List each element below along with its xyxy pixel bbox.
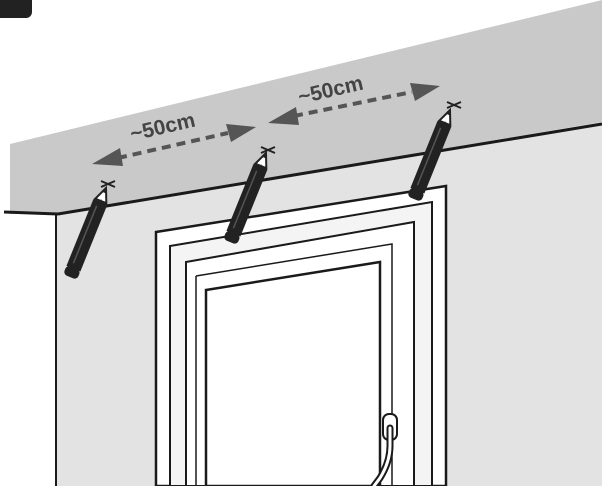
window-glass: [204, 260, 382, 486]
window: [154, 184, 448, 486]
window-glass-bevel: [195, 243, 393, 486]
ceiling: [10, 0, 602, 214]
window-handle-icon: [370, 413, 398, 486]
step-badge-icon: [0, 0, 32, 18]
ceiling-edge: [3, 122, 602, 216]
